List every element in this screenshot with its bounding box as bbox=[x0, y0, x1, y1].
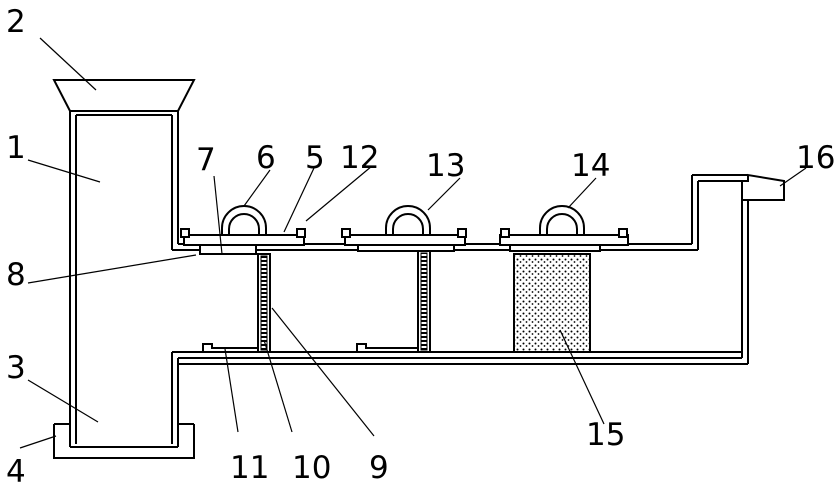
part-labels: 2 1 7 6 5 12 13 14 16 8 3 4 11 10 9 15 bbox=[6, 4, 835, 490]
leader-lines bbox=[19, 37, 807, 449]
support-plate bbox=[183, 234, 305, 246]
outlet-pipe bbox=[741, 173, 785, 364]
lifting-handle bbox=[385, 205, 431, 235]
plate-assembly-1 bbox=[180, 205, 306, 255]
baffle-rod-1 bbox=[257, 253, 271, 353]
lower-channel bbox=[172, 351, 749, 365]
label-3: 3 bbox=[6, 350, 26, 386]
bottom-bracket-2 bbox=[356, 343, 419, 352]
plate-assembly-3 bbox=[499, 205, 629, 252]
label-12: 12 bbox=[340, 140, 379, 176]
mounting-block bbox=[199, 244, 257, 255]
baffle-rod-2 bbox=[417, 250, 431, 353]
label-14: 14 bbox=[571, 148, 610, 184]
plate-assembly-2 bbox=[341, 205, 467, 252]
label-5: 5 bbox=[305, 140, 325, 176]
base bbox=[53, 423, 195, 459]
label-7: 7 bbox=[196, 142, 216, 178]
label-9: 9 bbox=[369, 450, 389, 486]
label-8: 8 bbox=[6, 257, 26, 293]
label-13: 13 bbox=[426, 148, 465, 184]
label-10: 10 bbox=[292, 450, 331, 486]
vertical-column bbox=[69, 110, 179, 447]
label-16: 16 bbox=[796, 140, 835, 176]
filter-block bbox=[513, 253, 591, 353]
feed-hopper bbox=[52, 79, 196, 112]
label-6: 6 bbox=[256, 140, 276, 176]
label-2: 2 bbox=[6, 4, 26, 40]
bottom-bracket-1 bbox=[202, 343, 259, 352]
label-1: 1 bbox=[6, 130, 26, 166]
lifting-handle bbox=[539, 205, 585, 235]
label-15: 15 bbox=[586, 417, 625, 453]
label-11: 11 bbox=[230, 450, 269, 486]
label-4: 4 bbox=[6, 454, 26, 490]
